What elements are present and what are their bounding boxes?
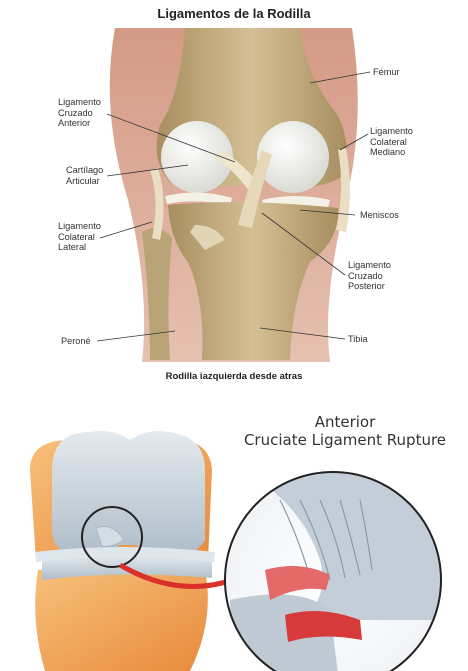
leader-lines bbox=[96, 71, 371, 342]
acl-title-line1: Anterior bbox=[314, 413, 376, 431]
posterior-ligament-fan bbox=[190, 225, 225, 250]
acl-title-line2: Cruciate Ligament Rupture bbox=[243, 431, 447, 449]
label-tibia: Tibia bbox=[348, 334, 368, 344]
acl-rupture-title: Anterior Cruciate Ligament Rupture bbox=[232, 413, 458, 449]
label-perone: Peroné bbox=[61, 336, 91, 346]
small-torn-ligament bbox=[95, 526, 125, 547]
medial-collateral-ligament bbox=[336, 148, 350, 232]
medial-condyle-cartilage bbox=[257, 121, 329, 193]
meniscus-blue bbox=[35, 547, 215, 562]
posterior-cruciate-ligament bbox=[238, 150, 272, 228]
figure-caption: Rodilla iazquierda desde atras bbox=[165, 371, 303, 382]
zoom-detail bbox=[225, 472, 441, 671]
label-femur: Fémur bbox=[373, 67, 400, 77]
label-ligamento-colateral-mediano: Ligamento Colateral Mediano bbox=[370, 126, 413, 157]
rupture-lower bbox=[285, 611, 362, 642]
label-ligamento-colateral-lateral: Ligamento Colateral Lateral bbox=[58, 221, 101, 252]
label-cartilago-articular: Cartílago Articular bbox=[66, 165, 104, 186]
rupture-upper bbox=[265, 566, 330, 600]
zoom-circle-border bbox=[224, 471, 442, 671]
figure-title: Ligamentos de la Rodilla bbox=[157, 6, 311, 21]
label-meniscos: Meniscos bbox=[360, 210, 399, 220]
label-ligamento-cruzado-anterior: Ligamento Cruzado Anterior bbox=[58, 97, 101, 128]
femoral-cartilage-blue bbox=[52, 431, 205, 559]
lateral-condyle-cartilage bbox=[161, 121, 233, 193]
tibia-orange bbox=[35, 570, 208, 671]
fibula-bone bbox=[142, 228, 172, 360]
label-ligamento-cruzado-posterior: Ligamento Cruzado Posterior bbox=[348, 260, 391, 291]
lateral-collateral-ligament bbox=[150, 168, 164, 240]
magnifier-circle bbox=[81, 506, 143, 568]
